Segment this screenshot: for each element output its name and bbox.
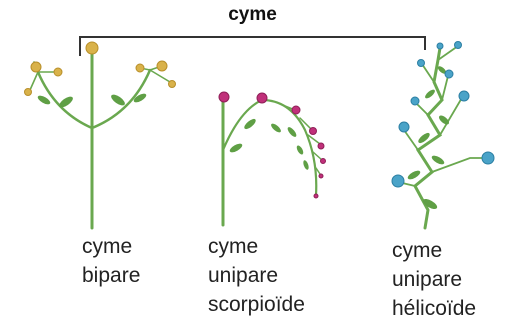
leaf: [270, 122, 283, 134]
flower-bud: [321, 159, 326, 164]
label-line: cyme: [82, 232, 140, 261]
label-cyme-unipare-scorpioide: cyme unipare scorpioïde: [208, 232, 305, 319]
leaf: [406, 169, 421, 181]
flower-bud: [455, 42, 462, 49]
flower-bud: [169, 81, 176, 88]
leaf: [243, 117, 258, 131]
scorpioid-leaves: [228, 117, 309, 170]
flower-bud: [319, 174, 323, 178]
helicoid-leaves: [406, 65, 450, 211]
label-cyme-unipare-helicoide: cyme unipare hélicoïde: [392, 236, 476, 323]
flower-bud: [86, 42, 98, 54]
scorpioid-inflorescence: [223, 98, 322, 225]
flower-bud: [25, 89, 32, 96]
flower-bud: [292, 106, 300, 114]
label-line: cyme: [208, 232, 305, 261]
flower-bud: [136, 64, 144, 72]
label-line: bipare: [82, 261, 140, 290]
flower-bud: [54, 68, 62, 76]
flower-bud: [314, 194, 318, 198]
flower-bud: [445, 70, 453, 78]
label-cyme-bipare: cyme bipare: [82, 232, 140, 290]
leaf: [424, 88, 437, 100]
leaf: [295, 144, 304, 155]
leaf: [430, 154, 445, 166]
flower-bud: [157, 61, 167, 71]
flower-bud: [257, 93, 267, 103]
cyme-bracket: [80, 37, 425, 56]
flower-bud: [310, 128, 317, 135]
flower-bud: [482, 152, 494, 164]
flower-bud: [31, 62, 41, 72]
label-line: hélicoïde: [392, 294, 476, 323]
flower-bud: [399, 122, 409, 132]
flower-bud: [411, 97, 419, 105]
leaf: [302, 160, 310, 171]
label-line: scorpioïde: [208, 290, 305, 319]
flower-bud: [459, 91, 469, 101]
label-line: unipare: [392, 265, 476, 294]
leaf: [286, 126, 298, 139]
flower-bud: [437, 43, 443, 49]
flower-bud: [392, 175, 404, 187]
label-line: cyme: [392, 236, 476, 265]
bipare-inflorescence: [30, 52, 170, 228]
flower-bud: [418, 60, 425, 67]
leaf: [228, 142, 243, 154]
helicoid-flowers: [392, 42, 494, 188]
flower-bud: [219, 92, 229, 102]
flower-bud: [318, 143, 324, 149]
leaf: [109, 93, 126, 108]
leaf: [36, 94, 51, 106]
label-line: unipare: [208, 261, 305, 290]
